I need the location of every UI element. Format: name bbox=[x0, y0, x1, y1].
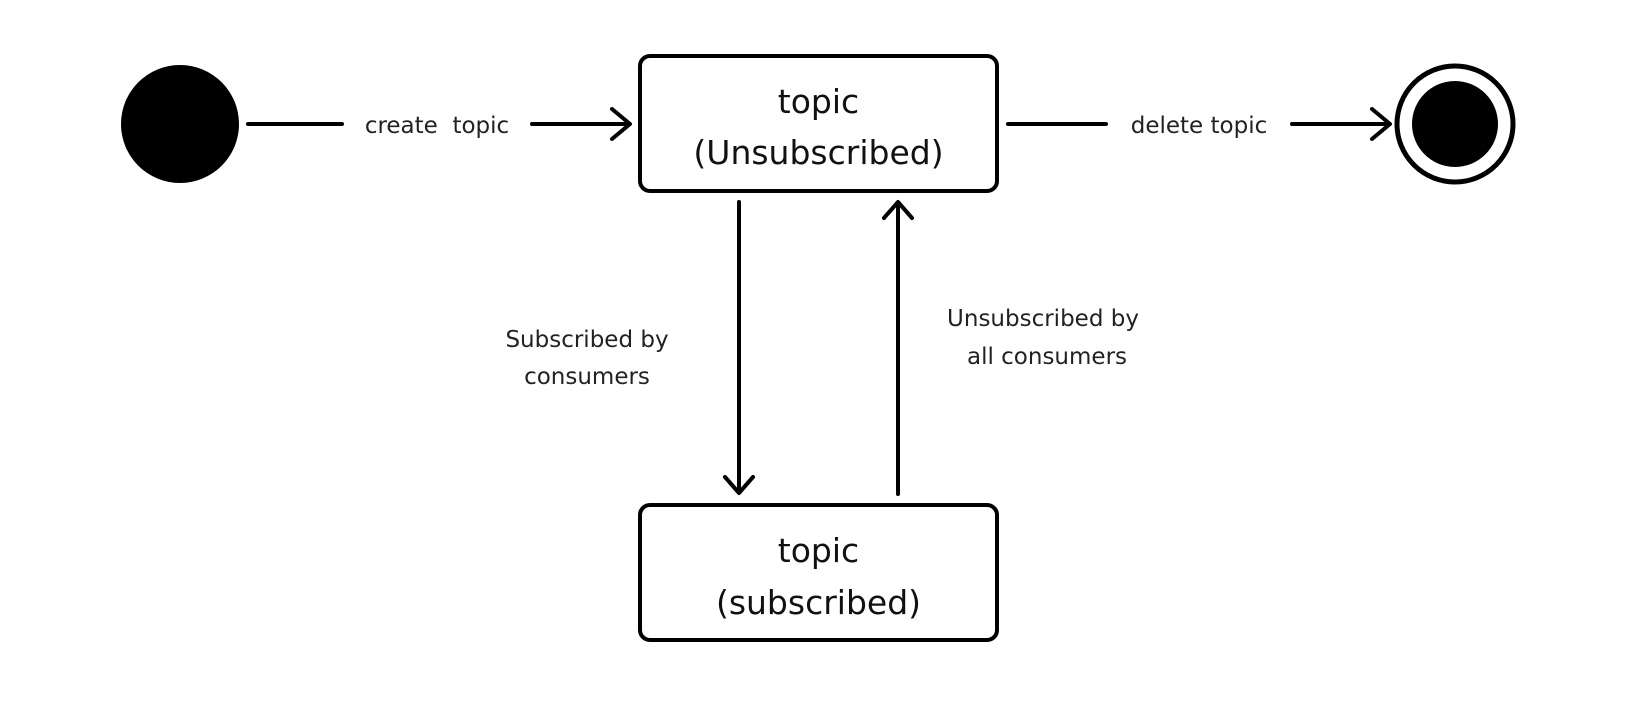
state-subscribed-title: topic bbox=[778, 531, 859, 570]
state-unsubscribed: topic (Unsubscribed) bbox=[638, 54, 999, 193]
state-unsubscribed-title: topic bbox=[778, 82, 859, 121]
arrowhead-subscribe bbox=[723, 475, 755, 495]
initial-state-node bbox=[121, 65, 239, 183]
subscribe-label-line1: Subscribed by bbox=[505, 327, 668, 353]
transition-unsubscribe: Unsubscribed by all consumers bbox=[882, 200, 1139, 496]
delete-topic-label: delete topic bbox=[1131, 113, 1268, 139]
state-unsubscribed-subtitle: (Unsubscribed) bbox=[693, 133, 943, 172]
state-subscribed-subtitle: (subscribed) bbox=[716, 583, 921, 622]
unsubscribe-label-line2: all consumers bbox=[967, 344, 1127, 370]
transition-subscribe: Subscribed by consumers bbox=[505, 200, 755, 495]
state-subscribed: topic (subscribed) bbox=[638, 503, 999, 642]
create-topic-label: create topic bbox=[365, 113, 509, 139]
final-state-node bbox=[1394, 63, 1516, 185]
arrowhead-create bbox=[610, 107, 632, 141]
transition-delete-topic: delete topic bbox=[1006, 107, 1392, 141]
subscribe-label-line2: consumers bbox=[524, 364, 650, 390]
transition-create-topic: create topic bbox=[246, 107, 632, 141]
unsubscribe-label-line1: Unsubscribed by bbox=[947, 306, 1139, 332]
arrowhead-unsubscribe bbox=[882, 200, 914, 220]
arrowhead-delete bbox=[1370, 107, 1392, 141]
